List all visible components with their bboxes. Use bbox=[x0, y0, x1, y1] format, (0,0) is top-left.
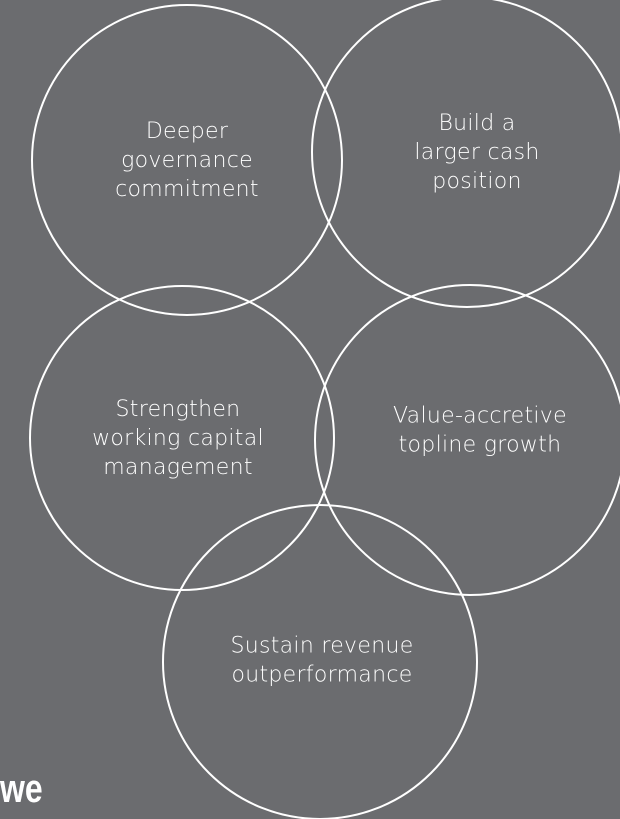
node-label-revenue: Sustain revenue outperformance bbox=[230, 634, 413, 688]
circle-node-topline: Value-accretive topline growth bbox=[314, 284, 620, 596]
node-label-line: larger cash bbox=[414, 140, 539, 165]
node-label-line: governance bbox=[121, 148, 253, 173]
node-label-working-capital: Strengthen working capital management bbox=[92, 397, 264, 480]
circle-node-working-capital: Strengthen working capital management bbox=[29, 285, 335, 591]
node-label-line: Deeper bbox=[146, 119, 229, 144]
node-label-line: management bbox=[103, 455, 253, 480]
node-label-topline: Value-accretive topline growth bbox=[393, 404, 567, 458]
node-label-line: working capital bbox=[92, 426, 264, 451]
node-label-line: Value-accretive bbox=[393, 404, 567, 429]
circle-node-cash: Build a larger cash position bbox=[311, 0, 620, 308]
node-label-line: outperformance bbox=[231, 663, 412, 688]
node-label-governance: Deeper governance commitment bbox=[115, 119, 259, 202]
node-label-line: topline growth bbox=[399, 433, 562, 458]
node-label-cash: Build a larger cash position bbox=[414, 111, 539, 194]
node-label-line: Strengthen bbox=[116, 397, 241, 422]
circle-node-governance: Deeper governance commitment bbox=[31, 4, 343, 316]
node-label-line: position bbox=[432, 169, 522, 194]
node-label-line: Build a bbox=[438, 111, 515, 136]
brand-logo-fragment: we bbox=[0, 767, 43, 811]
circle-node-revenue: Sustain revenue outperformance bbox=[162, 504, 478, 819]
node-label-line: Sustain revenue bbox=[230, 634, 413, 659]
node-label-line: commitment bbox=[115, 177, 259, 202]
